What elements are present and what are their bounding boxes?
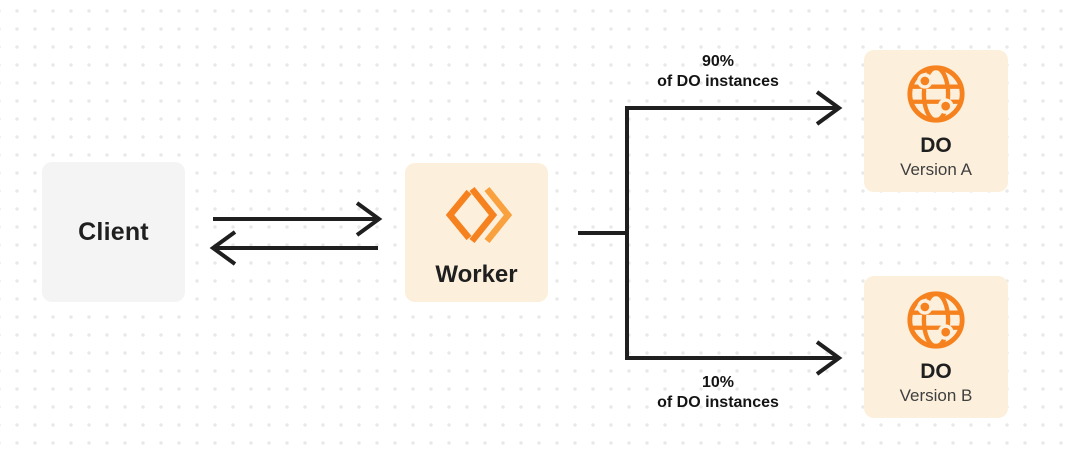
do-b-title: DO [920, 360, 952, 383]
do-version-b-node: DO Version B [864, 276, 1008, 418]
cloudflare-workers-icon [445, 186, 512, 244]
branch-label-top: 90% of DO instances [618, 52, 818, 92]
branch-connector [578, 106, 838, 360]
durable-object-globe-icon [907, 291, 965, 349]
client-label: Client [78, 217, 149, 246]
do-b-subtitle: Version B [899, 386, 973, 406]
worker-node: Worker [405, 163, 548, 302]
do-a-title: DO [920, 134, 952, 157]
branch-top-percent: 90% [701, 53, 735, 70]
branch-label-bottom: 10% of DO instances [618, 373, 818, 413]
branch-bottom-caption: of DO instances [657, 394, 779, 411]
branch-bottom-percent: 10% [701, 374, 735, 391]
branch-arrow-top [815, 90, 843, 126]
do-a-subtitle: Version A [900, 160, 972, 180]
branch-top-caption: of DO instances [657, 73, 779, 90]
durable-object-globe-icon [907, 65, 965, 123]
worker-client-response-arrow [209, 230, 378, 266]
worker-label: Worker [435, 261, 518, 288]
branch-arrow-bottom [815, 340, 843, 376]
client-node: Client [42, 162, 185, 302]
client-worker-request-arrow [213, 201, 383, 237]
do-version-a-node: DO Version A [864, 50, 1008, 192]
